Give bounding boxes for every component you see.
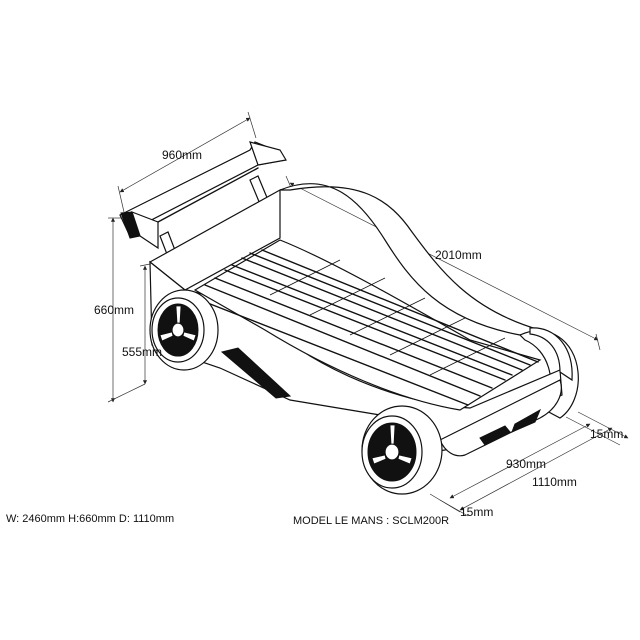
overall-dimensions-text: W: 2460mm H:660mm D: 1110mm: [6, 513, 174, 525]
outer-width-label: 1110mm: [532, 475, 577, 489]
front-wheel: [361, 405, 443, 495]
front-margin-right-label: 15mm: [590, 427, 623, 441]
inner-width-label: 930mm: [506, 457, 546, 471]
spoiler-width-label: 960mm: [162, 148, 202, 162]
dimension-lines: [107, 111, 629, 517]
rear-wheel: [149, 289, 219, 371]
bed-slats: [199, 249, 539, 406]
spoiler: [119, 141, 287, 263]
model-title: MODEL LE MANS : SCLM200R: [293, 515, 449, 527]
right-front-wheel: [529, 327, 573, 382]
bed-body: [148, 183, 579, 457]
front-margin-bottom-label: 15mm: [460, 505, 493, 519]
bed-length-label: 2010mm: [435, 248, 482, 262]
side-height-label: 555mm: [122, 345, 162, 359]
overall-height-label: 660mm: [94, 303, 134, 317]
